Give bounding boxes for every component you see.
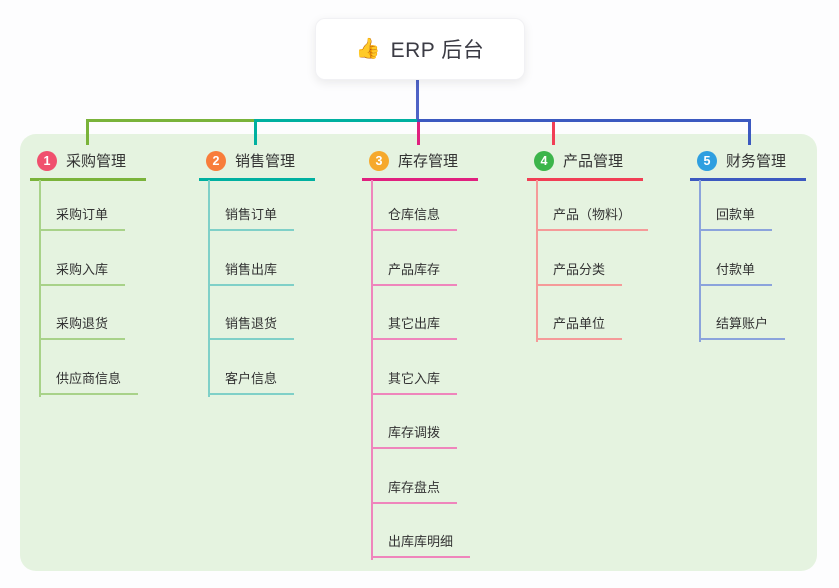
- child-node[interactable]: 销售订单: [208, 206, 295, 231]
- child-node[interactable]: 客户信息: [208, 370, 295, 395]
- connector-bus-segment: [86, 119, 254, 122]
- branch-topic[interactable]: 3 库存管理: [362, 150, 479, 181]
- branch-topic[interactable]: 1 采购管理: [30, 150, 147, 181]
- topic-number-badge: 4: [534, 150, 554, 171]
- topic-label: 产品管理: [563, 153, 624, 170]
- connector-child-trunk: [208, 180, 210, 397]
- connector-child-trunk: [536, 180, 538, 342]
- topic-number-badge: 5: [697, 150, 717, 171]
- connector-bus-segment: [254, 119, 417, 122]
- child-node[interactable]: 回款单: [699, 206, 773, 231]
- connector-branch-drop: [254, 119, 257, 145]
- child-node[interactable]: 产品分类: [536, 261, 623, 286]
- connector-child-trunk: [39, 180, 41, 397]
- child-node[interactable]: 库存调拨: [371, 424, 458, 449]
- topic-number-badge: 2: [206, 150, 226, 171]
- root-connector-line: [416, 79, 419, 122]
- connector-branch-drop: [417, 122, 420, 145]
- topic-label: 销售管理: [235, 153, 296, 170]
- child-node[interactable]: 其它出库: [371, 315, 458, 340]
- connector-branch-drop: [552, 122, 555, 145]
- child-node[interactable]: 出库库明细: [371, 533, 471, 558]
- child-node[interactable]: 采购入库: [39, 261, 126, 286]
- child-node[interactable]: 销售出库: [208, 261, 295, 286]
- branch-topic[interactable]: 2 销售管理: [199, 150, 316, 181]
- child-node[interactable]: 仓库信息: [371, 206, 458, 231]
- topic-number-badge: 1: [37, 150, 57, 171]
- connector-bus-segment: [417, 119, 750, 122]
- branch-topic[interactable]: 4 产品管理: [527, 150, 644, 181]
- child-node[interactable]: 产品（物料）: [536, 206, 649, 231]
- child-node[interactable]: 产品库存: [371, 261, 458, 286]
- connector-child-trunk: [699, 180, 701, 342]
- child-node[interactable]: 库存盘点: [371, 479, 458, 504]
- child-node[interactable]: 结算账户: [699, 315, 786, 340]
- connector-branch-drop: [748, 119, 751, 145]
- child-node[interactable]: 销售退货: [208, 315, 295, 340]
- child-node[interactable]: 采购退货: [39, 315, 126, 340]
- child-node[interactable]: 产品单位: [536, 315, 623, 340]
- child-node[interactable]: 采购订单: [39, 206, 126, 231]
- connector-child-trunk: [371, 180, 373, 560]
- root-node[interactable]: 👍 ERP 后台: [315, 18, 525, 80]
- branch-topic[interactable]: 5 财务管理: [690, 150, 807, 181]
- root-title: ERP 后台: [390, 39, 485, 62]
- topic-label: 采购管理: [66, 153, 127, 170]
- child-node[interactable]: 付款单: [699, 261, 773, 286]
- thumbs-up-icon: 👍: [355, 38, 381, 60]
- child-node[interactable]: 供应商信息: [39, 370, 139, 395]
- topic-number-badge: 3: [369, 150, 389, 171]
- child-node[interactable]: 其它入库: [371, 370, 458, 395]
- branches-panel: [20, 134, 817, 571]
- topic-label: 库存管理: [398, 153, 459, 170]
- topic-label: 财务管理: [726, 153, 787, 170]
- connector-branch-drop: [86, 119, 89, 145]
